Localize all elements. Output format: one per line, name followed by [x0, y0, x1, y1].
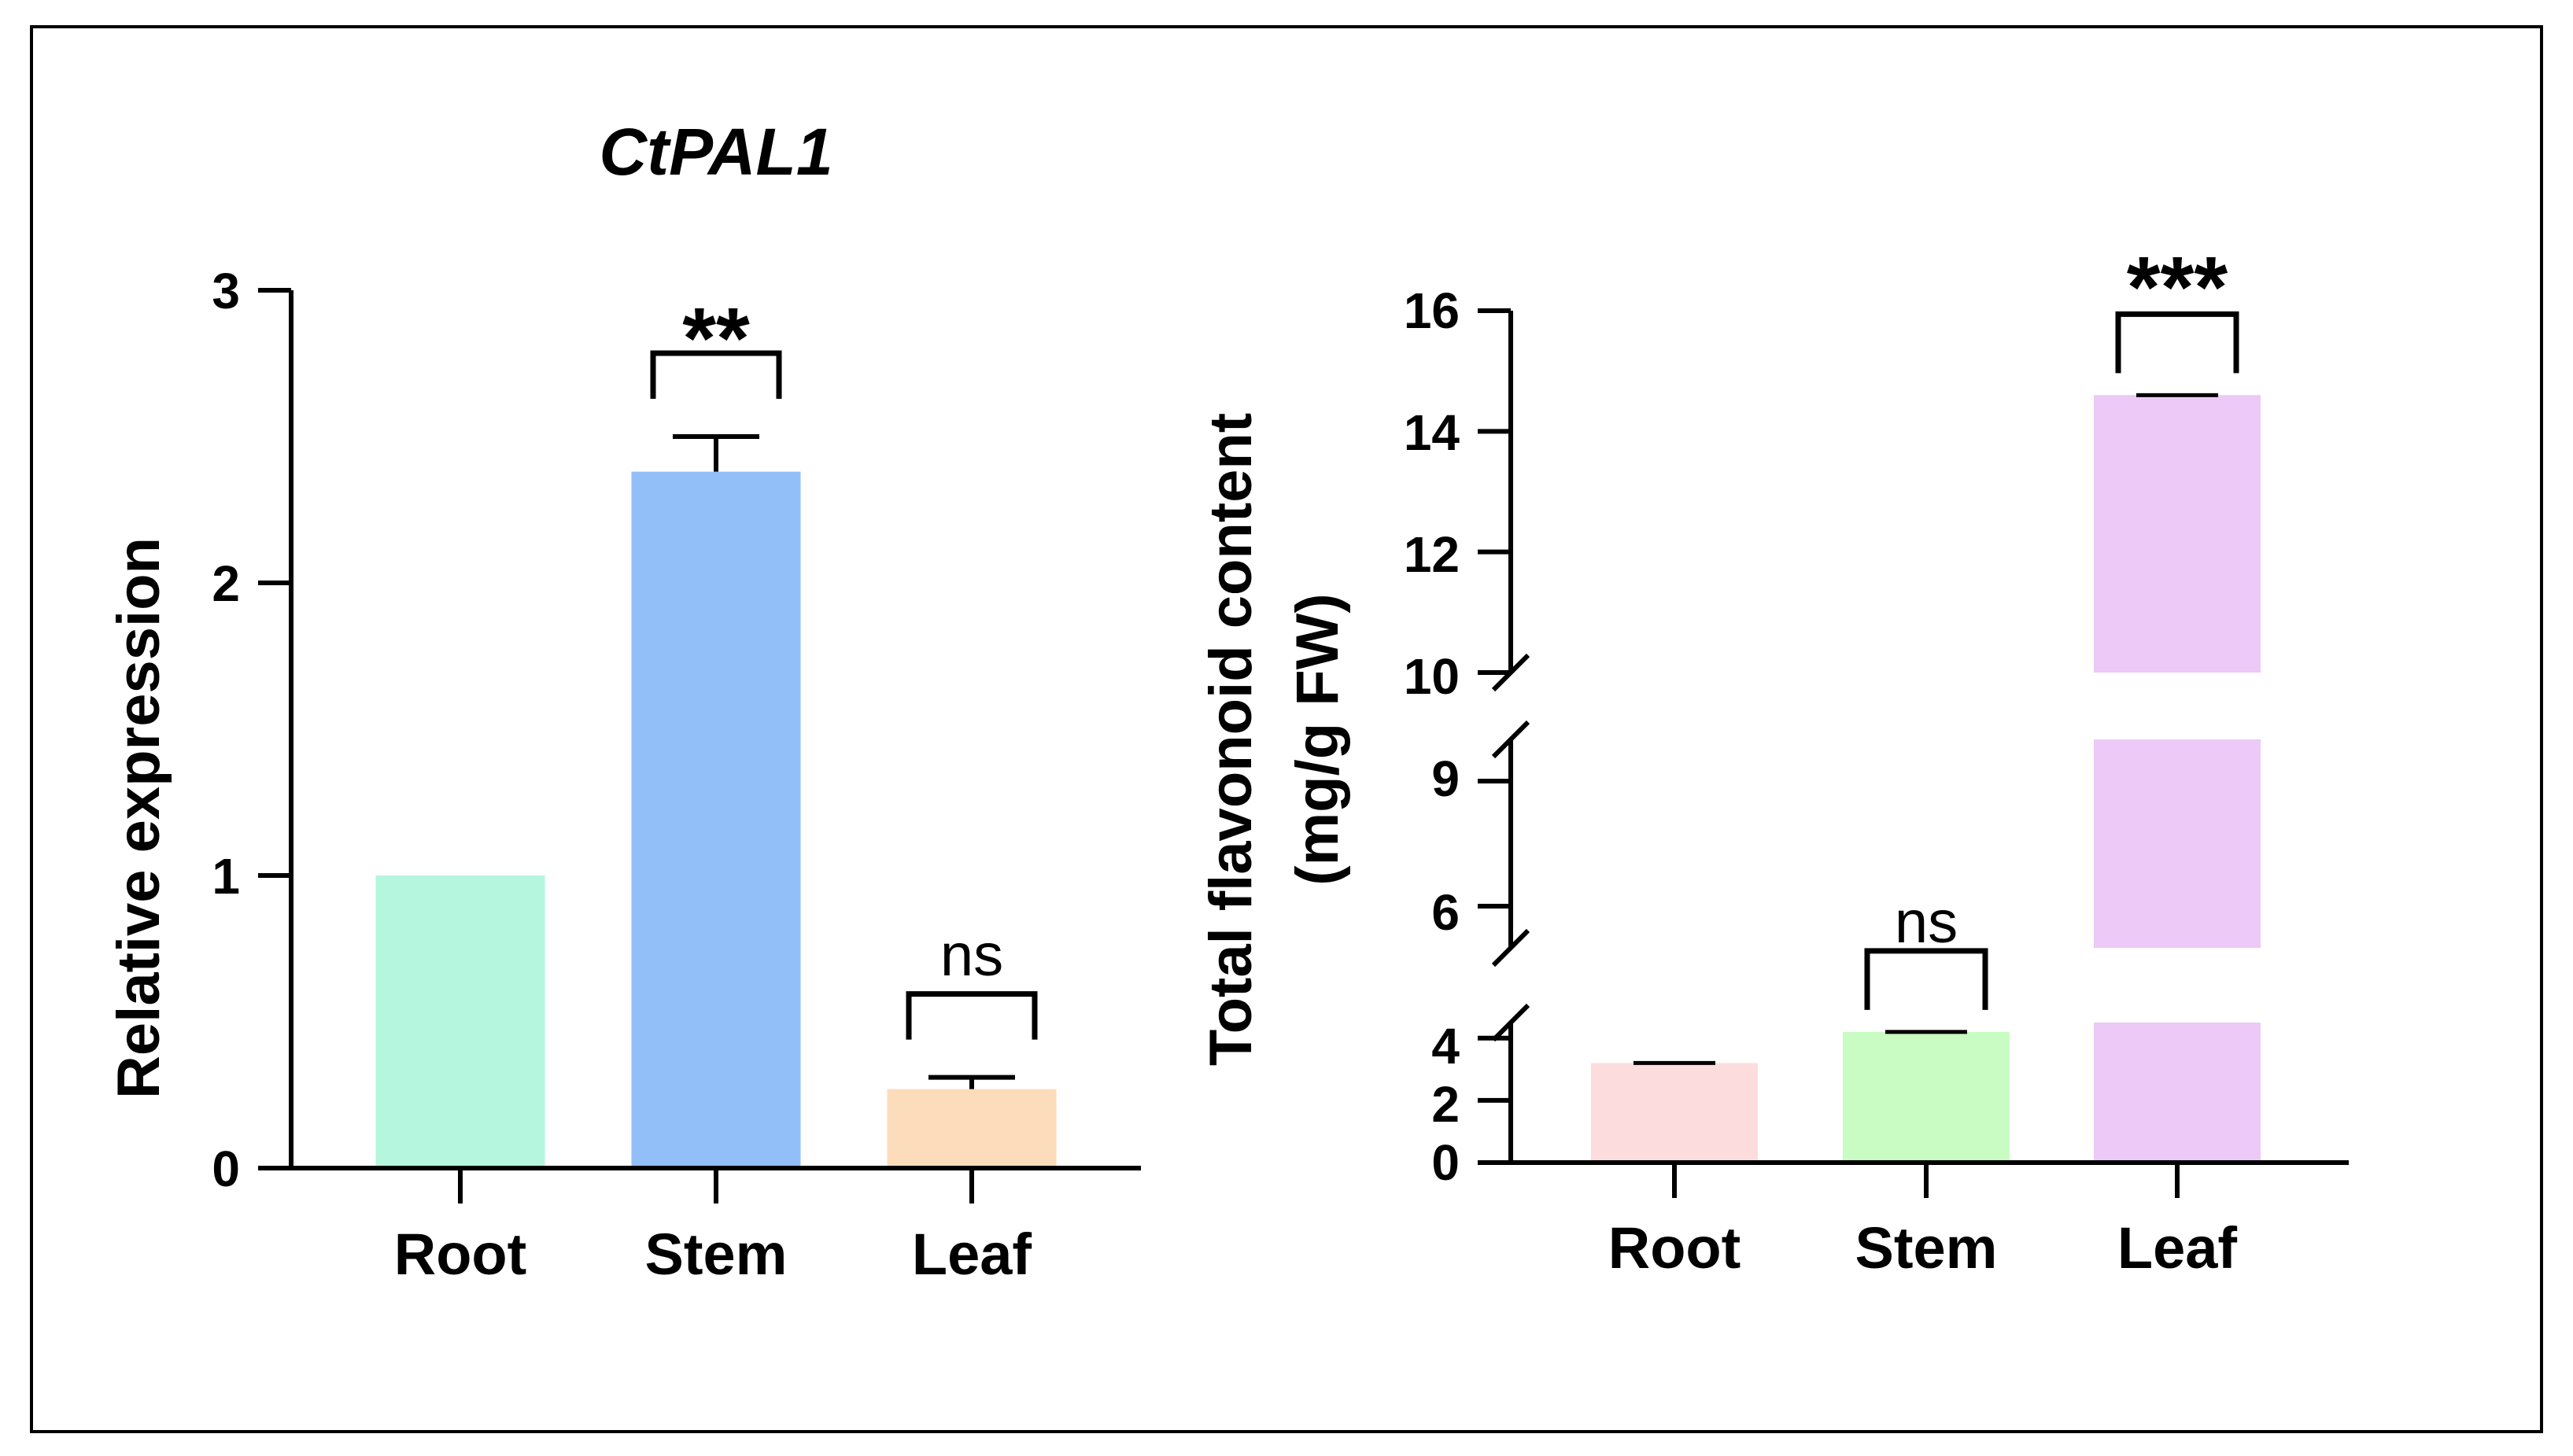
bar-leaf-segment-3	[2094, 395, 2261, 673]
bar-root-segment-1	[1591, 1063, 1758, 1163]
bar-leaf	[887, 1089, 1057, 1168]
bar-stem-segment-1	[1843, 1031, 2010, 1163]
axis-break-mark-2-1	[1491, 653, 1530, 692]
figure-border	[30, 25, 2543, 1433]
y-tick-label-1: 1	[212, 848, 240, 905]
significance-label-stem: **	[682, 290, 750, 387]
significance-bracket-leaf	[2115, 311, 2239, 374]
significance-label-leaf: ns	[940, 922, 1003, 989]
y-axis-label-unit: (mg/g FW)	[1284, 593, 1351, 885]
y-axis-label: Relative expression	[105, 537, 172, 1099]
y-tick-label-14: 14	[1404, 404, 1460, 461]
x-tick-label-stem: Stem	[1855, 1215, 1998, 1281]
y-tick-label-0: 0	[1431, 1134, 1460, 1191]
significance-bracket-stem	[1864, 948, 1988, 1010]
y-tick-label-4: 4	[1431, 1018, 1460, 1074]
x-tick-label-leaf: Leaf	[2117, 1215, 2238, 1281]
chart-title: CtPAL1	[599, 115, 832, 189]
y-tick-label-16: 16	[1404, 282, 1460, 339]
x-tick-label-root: Root	[394, 1222, 527, 1287]
axis-break-mark-1-2	[1491, 928, 1530, 968]
x-tick-label-leaf: Leaf	[912, 1222, 1032, 1287]
y-tick-label-2: 2	[1431, 1076, 1460, 1133]
bar-root	[375, 875, 545, 1168]
y-tick-label-12: 12	[1404, 526, 1460, 583]
significance-label-stem: ns	[1895, 889, 1958, 956]
bar-leaf-segment-2	[2094, 739, 2261, 948]
significance-bracket-leaf	[906, 991, 1038, 1040]
y-tick-label-0: 0	[212, 1141, 240, 1197]
significance-bracket-stem	[650, 350, 782, 399]
y-tick-label-2: 2	[212, 555, 240, 612]
x-tick-label-root: Root	[1608, 1215, 1741, 1281]
y-tick-label-6: 6	[1431, 884, 1460, 941]
bar-leaf-segment-1	[2094, 1023, 2261, 1163]
y-axis-label: Total flavonoid content	[1198, 413, 1264, 1066]
y-tick-label-10: 10	[1404, 648, 1460, 705]
chart-relative-expression: CtPAL1 Relative expression Root Stem Lea…	[105, 115, 1141, 1287]
y-tick-label-9: 9	[1431, 750, 1460, 807]
chart-total-flavonoid: Total flavonoid content (mg/g FW) Root S…	[1198, 239, 2349, 1281]
significance-label-leaf: ***	[2127, 239, 2228, 336]
axis-break-mark-2-2	[1491, 720, 1530, 759]
x-tick-label-stem: Stem	[645, 1222, 788, 1287]
bar-stem	[631, 471, 801, 1168]
axis-break-mark-1-1	[1491, 1003, 1530, 1042]
y-tick-label-3: 3	[212, 263, 240, 319]
